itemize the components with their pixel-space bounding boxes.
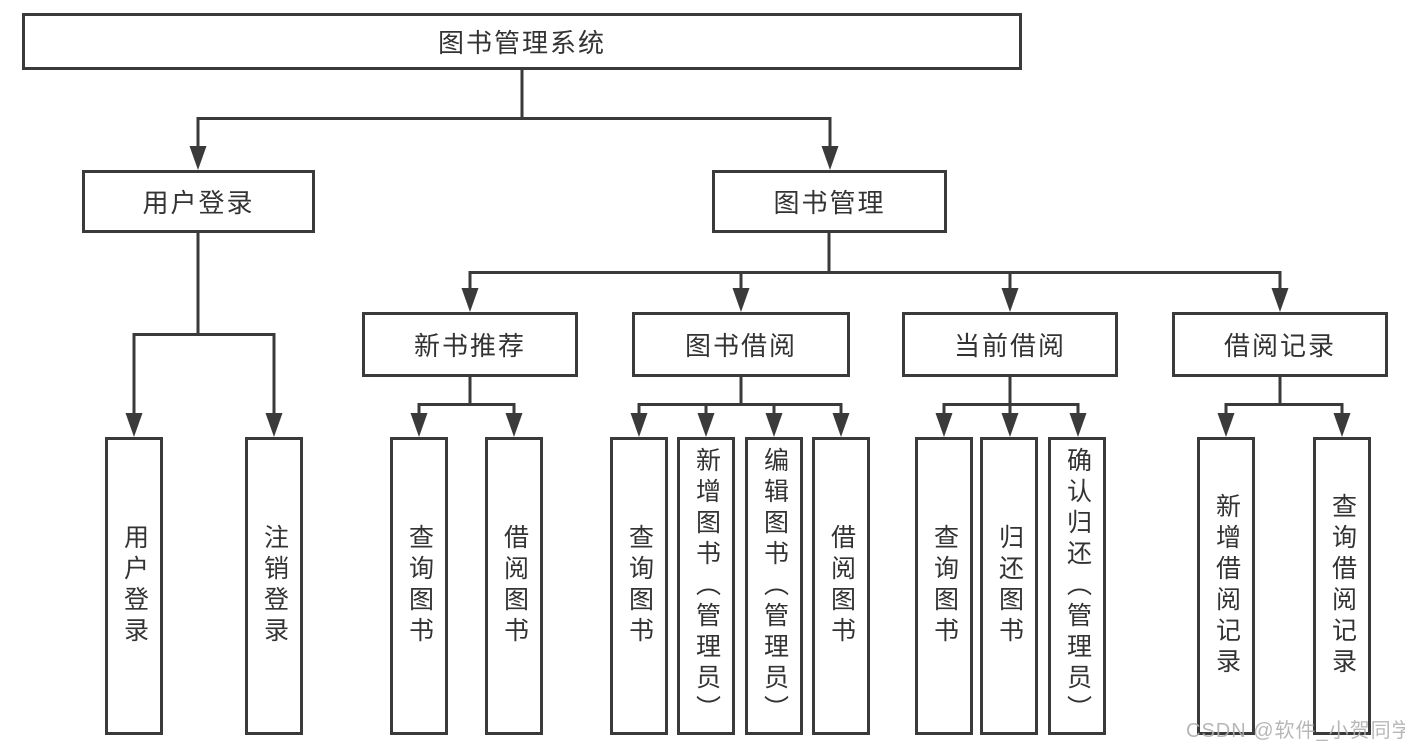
leaf-borrow-edit-books-admin-label: 编辑图书（管理员） bbox=[760, 446, 789, 726]
leaf-user-login: 用户登录 bbox=[105, 437, 163, 735]
leaf-user-login-label: 用户登录 bbox=[120, 524, 149, 648]
connector-root-to-level2 bbox=[196, 70, 832, 148]
leaf-borrow-edit-books-admin: 编辑图书（管理员） bbox=[745, 437, 803, 735]
leaf-borrow-add-books-admin: 新增图书（管理员） bbox=[677, 437, 735, 735]
node-book-management: 图书管理 bbox=[712, 170, 947, 233]
leaf-newbooks-borrow-books-label: 借阅图书 bbox=[500, 524, 529, 648]
connector-bookborrow-to-leaves bbox=[637, 377, 843, 415]
node-current-borrow-label: 当前借阅 bbox=[953, 331, 1066, 361]
leaf-borrow-borrow-books: 借阅图书 bbox=[812, 437, 870, 735]
leaf-borrow-borrow-books-label: 借阅图书 bbox=[827, 524, 856, 648]
node-new-book-recommend: 新书推荐 bbox=[362, 312, 578, 377]
node-root-system: 图书管理系统 bbox=[22, 13, 1022, 70]
connector-newbooks-to-leaves bbox=[417, 377, 516, 415]
node-book-borrow-label: 图书借阅 bbox=[684, 331, 797, 361]
leaf-current-confirm-return-admin: 确认归还（管理员） bbox=[1048, 437, 1106, 735]
node-book-borrow: 图书借阅 bbox=[632, 312, 850, 377]
connector-records-to-leaves bbox=[1224, 377, 1344, 415]
leaf-current-query-books: 查询图书 bbox=[915, 437, 973, 735]
node-new-book-recommend-label: 新书推荐 bbox=[413, 331, 526, 361]
node-book-management-label: 图书管理 bbox=[773, 188, 886, 218]
leaf-records-query-record-label: 查询借阅记录 bbox=[1328, 493, 1357, 679]
leaf-borrow-add-books-admin-label: 新增图书（管理员） bbox=[692, 446, 721, 726]
csdn-watermark: CSDN @软件_小贺同学 bbox=[1186, 720, 1405, 742]
leaf-newbooks-borrow-books: 借阅图书 bbox=[485, 437, 543, 735]
leaf-records-query-record: 查询借阅记录 bbox=[1313, 437, 1371, 735]
leaf-current-confirm-return-admin-label: 确认归还（管理员） bbox=[1063, 446, 1092, 726]
leaf-logout: 注销登录 bbox=[245, 437, 303, 735]
node-borrow-records-label: 借阅记录 bbox=[1223, 331, 1336, 361]
connector-currentborrow-to-leaves bbox=[942, 377, 1080, 415]
leaf-logout-label: 注销登录 bbox=[260, 524, 289, 648]
node-user-login: 用户登录 bbox=[82, 170, 315, 233]
node-root-label: 图书管理系统 bbox=[437, 28, 606, 58]
leaf-newbooks-query-books-label: 查询图书 bbox=[405, 524, 434, 648]
leaf-borrow-query-books: 查询图书 bbox=[610, 437, 668, 735]
leaf-current-return-books: 归还图书 bbox=[980, 437, 1038, 735]
leaf-records-add-record: 新增借阅记录 bbox=[1197, 437, 1255, 735]
leaf-current-query-books-label: 查询图书 bbox=[930, 524, 959, 648]
leaf-records-add-record-label: 新增借阅记录 bbox=[1212, 493, 1241, 679]
leaf-current-return-books-label: 归还图书 bbox=[995, 524, 1024, 648]
node-current-borrow: 当前借阅 bbox=[902, 312, 1118, 377]
leaf-borrow-query-books-label: 查询图书 bbox=[625, 524, 654, 648]
leaf-newbooks-query-books: 查询图书 bbox=[390, 437, 448, 735]
arrowheads bbox=[125, 146, 1351, 437]
connector-bookmgmt-to-level3 bbox=[468, 233, 1282, 290]
connector-userlogin-to-leaves bbox=[132, 233, 276, 414]
node-user-login-label: 用户登录 bbox=[142, 188, 255, 218]
node-borrow-records: 借阅记录 bbox=[1172, 312, 1388, 377]
